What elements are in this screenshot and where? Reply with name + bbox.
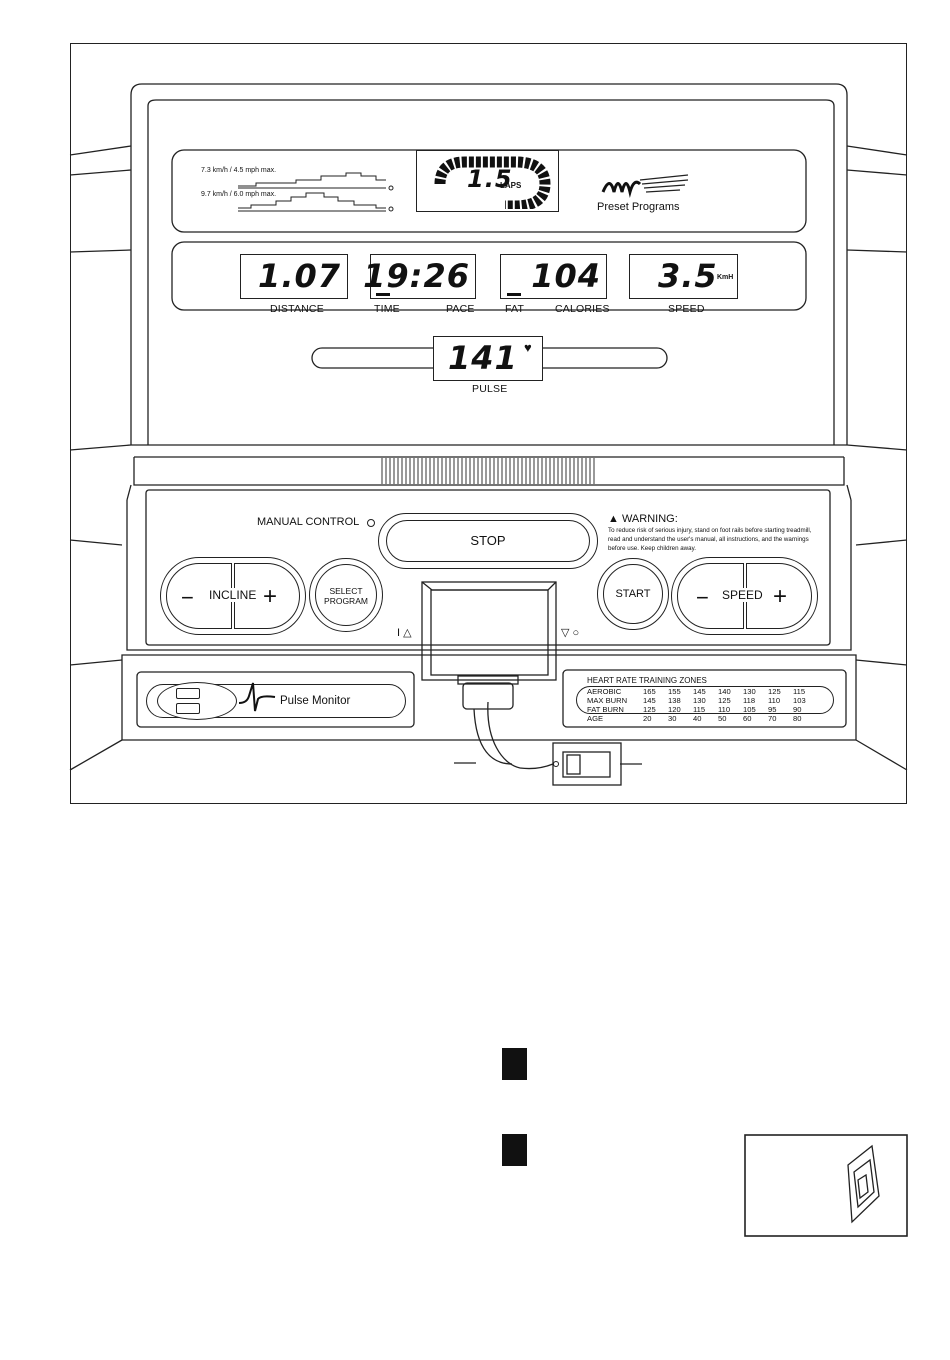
warning-triangle-icon: ▲: [608, 513, 619, 525]
hr-cell: 125: [643, 705, 656, 714]
time-pace-indicator: [376, 293, 390, 296]
hr-cell: 50: [718, 714, 727, 723]
calories-display: 104: [500, 254, 607, 299]
speed-profile-graph: [238, 172, 394, 212]
select-program-button[interactable]: SELECT PROGRAM: [309, 558, 383, 632]
hr-cell: 145: [693, 687, 706, 696]
console-frame: [70, 43, 907, 804]
hr-cell: 115: [793, 687, 806, 696]
select-program-line2: PROGRAM: [324, 596, 368, 606]
hr-cell: 130: [693, 696, 706, 705]
hr-cell: 60: [743, 714, 752, 723]
hr-cell: 138: [668, 696, 681, 705]
warning-title-row: ▲ WARNING:: [608, 513, 818, 525]
hr-row-label: AEROBIC: [587, 687, 622, 696]
hr-table-title: HEART RATE TRAINING ZONES: [587, 676, 707, 685]
manual-control-indicator: [367, 519, 375, 527]
hr-cell: 95: [768, 705, 777, 714]
distance-value: 1.07: [258, 257, 341, 295]
hr-cell: 110: [768, 696, 781, 705]
heartbeat-icon: [238, 682, 276, 712]
hr-row-label: AGE: [587, 714, 604, 723]
laps-label: LAPS: [500, 181, 522, 190]
incline-label: INCLINE: [207, 588, 259, 602]
laps-display: 1.5 LAPS: [416, 150, 559, 212]
hr-table-row: AGE 20 30 40 50 60 70 80: [587, 714, 832, 723]
hr-cell: 40: [693, 714, 702, 723]
hr-cell: 115: [693, 705, 706, 714]
start-button-label: START: [615, 588, 651, 600]
start-button[interactable]: START: [597, 558, 669, 630]
hr-table-row: MAX BURN 145 138 130 125 118 110 103: [587, 696, 832, 705]
hr-cell: 110: [718, 705, 731, 714]
distance-display: 1.07: [240, 254, 348, 299]
manual-control-label: MANUAL CONTROL: [257, 516, 360, 528]
label-speed: SPEED: [668, 303, 705, 315]
speed-line-2: 9.7 km/h / 6.0 mph max.: [201, 191, 277, 198]
stop-button-label: STOP: [470, 533, 506, 548]
hr-cell: 145: [643, 696, 656, 705]
hr-table-row: AEROBIC 165 155 145 140 130 125 115: [587, 687, 832, 696]
pulse-value: 141: [448, 339, 518, 377]
hr-cell: 125: [718, 696, 731, 705]
speed-button-label: SPEED: [720, 588, 765, 602]
hr-table-highlight: [576, 686, 834, 714]
hr-cell: 90: [793, 705, 802, 714]
calories-value: 104: [531, 257, 601, 295]
hr-cell: 20: [643, 714, 652, 723]
speed-plus-icon: +: [773, 583, 788, 610]
laps-value: 1.5: [467, 165, 513, 193]
warning-title: WARNING:: [621, 513, 678, 525]
select-program-line1: SELECT: [329, 586, 363, 596]
label-time: TIME: [374, 303, 400, 315]
heart-icon: ♥: [524, 340, 532, 355]
hr-row-label: MAX BURN: [587, 696, 628, 705]
speed-display: 3.5 KmH: [629, 254, 738, 299]
pulse-sensor[interactable]: [157, 682, 237, 720]
pulse-monitor-panel: Pulse Monitor: [146, 682, 406, 720]
speed-indicator-icon: ▽ ○: [561, 627, 580, 639]
warning-text: To reduce risk of serious injury, stand …: [608, 527, 812, 552]
warning-block: ▲ WARNING: To reduce risk of serious inj…: [608, 513, 818, 553]
speed-button-group: − + SPEED: [671, 557, 818, 635]
time-display: 19:26: [363, 254, 476, 299]
stop-button[interactable]: STOP: [378, 513, 598, 569]
preset-programs-label: Preset Programs: [597, 201, 680, 213]
hr-cell: 80: [793, 714, 802, 723]
incline-minus-icon: −: [181, 585, 194, 610]
hr-row-label: FAT BURN: [587, 705, 624, 714]
label-pulse: PULSE: [472, 383, 508, 395]
speed-minus-icon: −: [696, 585, 709, 610]
incline-indicator-icon: I △: [397, 627, 412, 639]
label-pace: PACE: [446, 303, 475, 315]
speed-unit: KmH: [717, 274, 734, 281]
select-program-label: SELECT PROGRAM: [310, 586, 382, 606]
speed-line-1: 7.3 km/h / 4.5 mph max.: [201, 167, 277, 174]
incline-plus-icon: +: [263, 583, 278, 610]
hr-cell: 118: [743, 696, 756, 705]
hr-cell: 105: [743, 705, 756, 714]
hr-cell: 130: [743, 687, 756, 696]
pulse-monitor-label: Pulse Monitor: [280, 695, 351, 707]
speed-value: 3.5: [658, 257, 718, 295]
hr-cell: 165: [643, 687, 656, 696]
label-calories: CALORIES: [555, 303, 610, 315]
pulse-display: 141 ♥: [433, 336, 543, 381]
hr-cell: 155: [668, 687, 681, 696]
brand-logo: [601, 174, 689, 198]
incline-button-group: − + INCLINE: [160, 557, 306, 635]
hr-cell: 103: [793, 696, 806, 705]
hr-cell: 120: [668, 705, 681, 714]
time-value: 19:26: [363, 257, 470, 295]
hr-cell: 140: [718, 687, 731, 696]
hr-table-row: FAT BURN 125 120 115 110 105 95 90: [587, 705, 832, 714]
hr-cell: 125: [768, 687, 781, 696]
label-fat: FAT: [505, 303, 525, 315]
label-distance: DISTANCE: [270, 303, 324, 315]
hr-cell: 30: [668, 714, 677, 723]
hr-cell: 70: [768, 714, 777, 723]
fat-calories-indicator: [507, 293, 521, 296]
